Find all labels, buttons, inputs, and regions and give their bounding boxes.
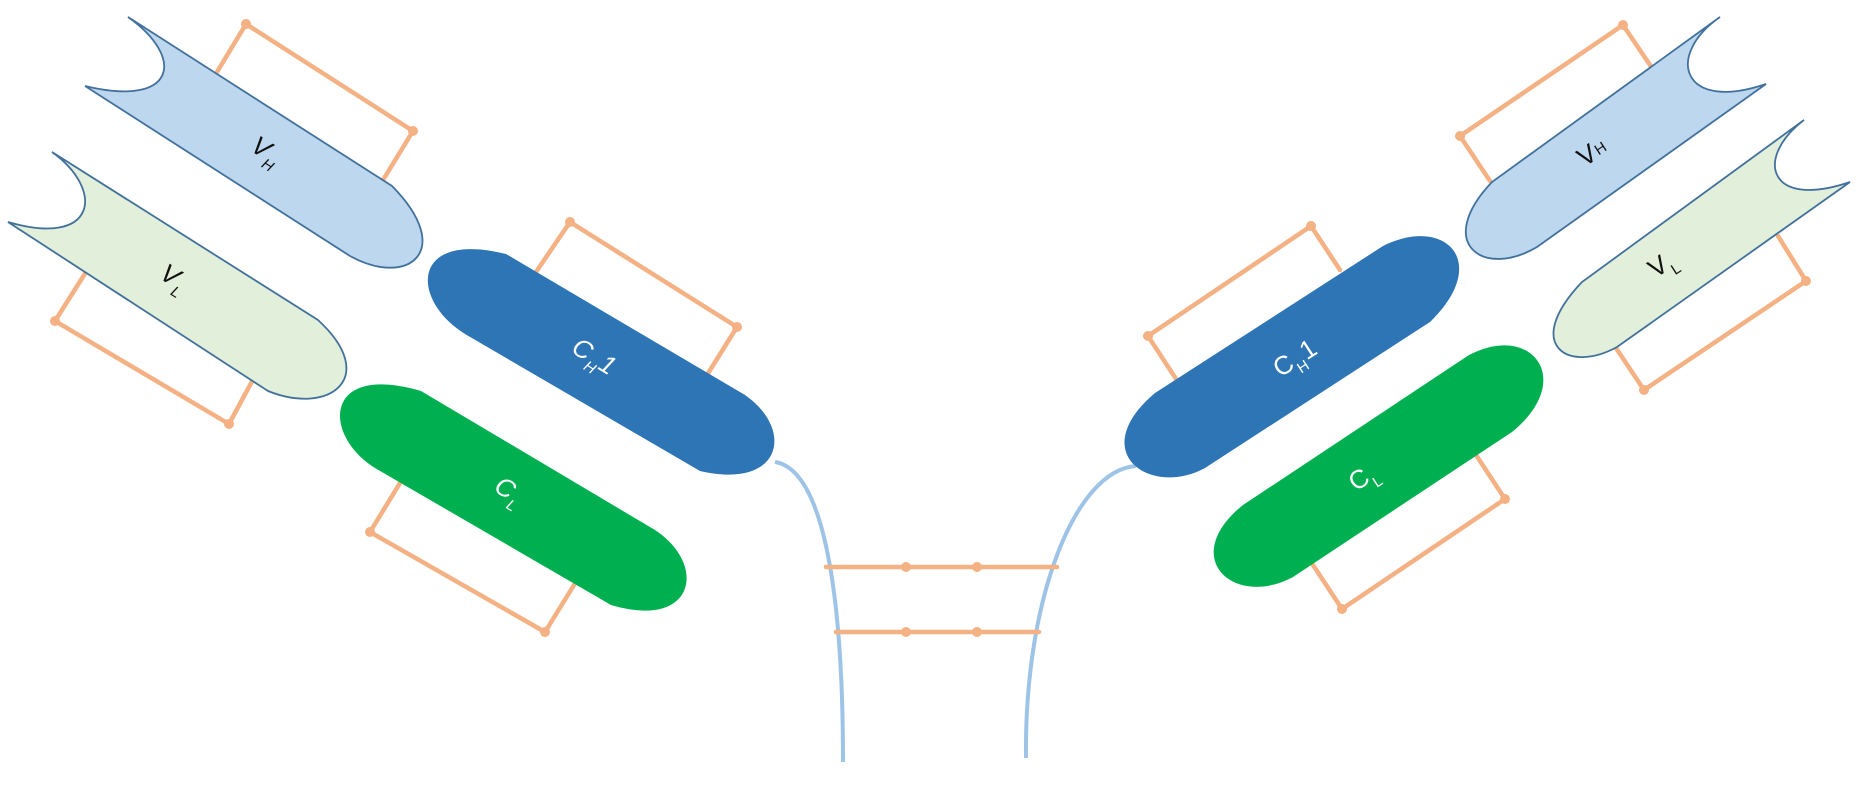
left-ch1-domain xyxy=(427,249,775,475)
left-vh-domain xyxy=(84,16,424,269)
right-vh-bond-dot-2 xyxy=(1455,131,1465,141)
right-ch1-domain xyxy=(1124,236,1460,478)
right-vh-domain xyxy=(1464,16,1767,260)
left-ch1-bond-dot-2 xyxy=(732,322,742,332)
left-vl-disulfide xyxy=(52,269,259,427)
left-vl-domain xyxy=(7,151,348,400)
right-vl-disulfide xyxy=(1611,233,1809,393)
left-vh-disulfide xyxy=(214,21,416,183)
right-ch1-bond-dot-2 xyxy=(1143,331,1153,341)
left-cl-bond-dot-1 xyxy=(365,527,375,537)
hinge-bond-lower-dot-left xyxy=(901,627,911,637)
right-ch1-bond-dot-1 xyxy=(1306,221,1316,231)
left-ch1-disulfide xyxy=(533,219,740,378)
right-vl-domain xyxy=(1552,119,1851,358)
right-cl-bond-dot-1 xyxy=(1500,494,1510,504)
left-fab-arm: VH VL CH1 CL xyxy=(7,16,775,637)
right-vl-bond-dot-2 xyxy=(1639,385,1649,395)
left-cl-disulfide xyxy=(367,480,577,635)
right-vl-bond-dot-1 xyxy=(1801,276,1811,286)
left-hinge-tail xyxy=(774,460,845,763)
hinge-bond-lower-dot-right xyxy=(972,627,982,637)
right-ch1-disulfide xyxy=(1145,223,1343,385)
right-cl-disulfide xyxy=(1310,452,1508,612)
left-vl-bond-dot-2 xyxy=(224,419,234,429)
hinge-bond-upper-dot-right xyxy=(972,562,982,572)
left-cl-domain xyxy=(339,384,687,611)
right-hinge-tail xyxy=(1023,464,1137,759)
left-ch1-bond-dot-1 xyxy=(565,217,575,227)
left-vh-bond-dot-1 xyxy=(241,19,251,29)
right-vh-disulfide xyxy=(1457,22,1655,184)
right-cl-domain xyxy=(1213,345,1544,587)
left-cl-bond-dot-2 xyxy=(540,627,550,637)
left-vh-bond-dot-2 xyxy=(408,126,418,136)
right-fab-arm: VH VL CH1 CL xyxy=(1124,16,1851,614)
right-vh-bond-dot-1 xyxy=(1618,20,1628,30)
hinge-bond-upper-dot-left xyxy=(901,562,911,572)
hinge-disulfide-bonds xyxy=(823,562,1060,637)
right-cl-bond-dot-2 xyxy=(1337,604,1347,614)
left-vl-bond-dot-1 xyxy=(50,316,60,326)
